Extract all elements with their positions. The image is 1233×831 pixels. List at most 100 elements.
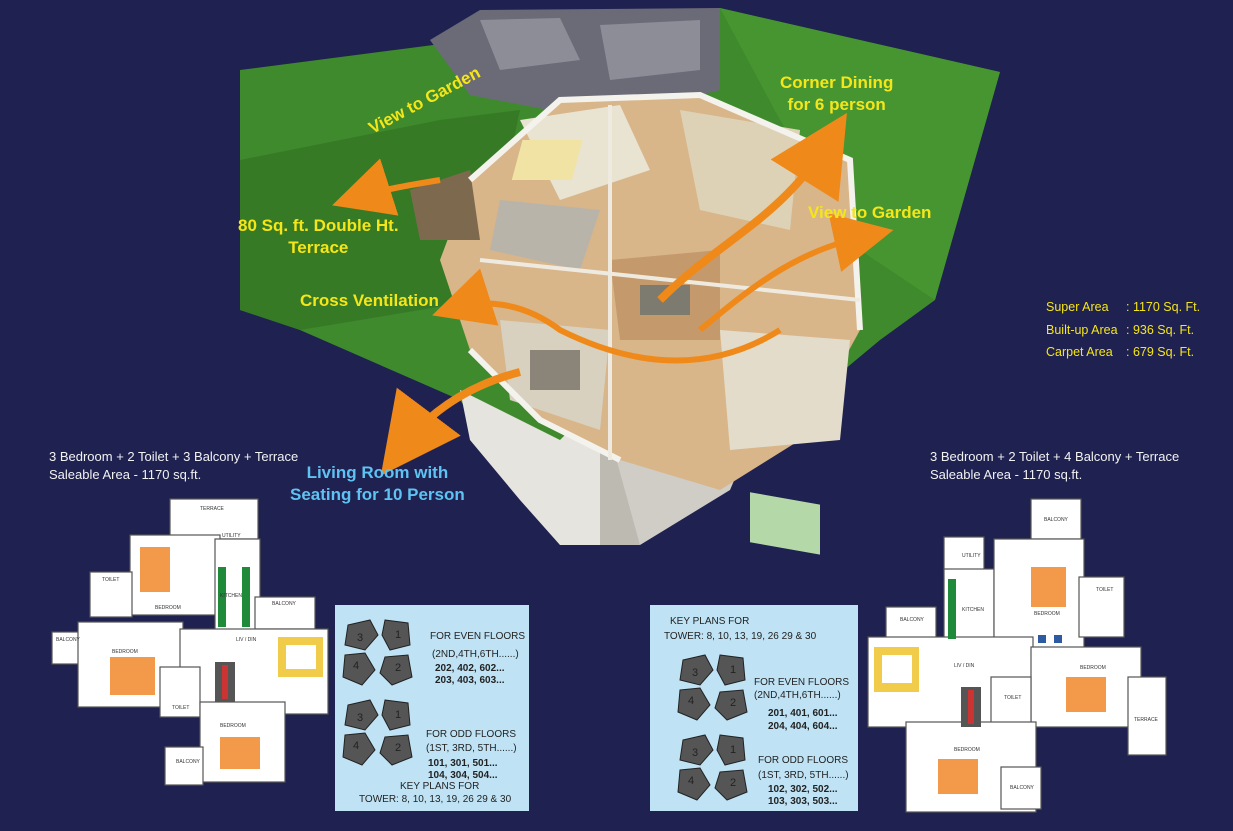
key-number: 2 <box>730 697 737 709</box>
left-floor-plan-labels: TERRACE UTILITY TOILET BEDROOM KITCHEN B… <box>50 497 332 789</box>
room-label: BEDROOM <box>1080 665 1106 671</box>
key-plan-towers-even <box>342 619 413 686</box>
room-label: TOILET <box>1096 587 1114 593</box>
key-plans-title: KEY PLANS FOR <box>400 781 480 792</box>
odd-units-1: 101, 301, 501... <box>428 758 498 769</box>
room-label: BEDROOM <box>1034 611 1060 617</box>
terrace <box>410 170 480 240</box>
key-plan-towers-even <box>677 654 748 721</box>
building-tower <box>460 390 600 545</box>
odd-floors-title: FOR ODD FLOORS <box>758 755 849 766</box>
area-row: Built-up Area : 936 Sq. Ft. <box>1046 319 1200 342</box>
key-number: 1 <box>730 744 737 756</box>
right-floor-plan-labels: BALCONY UTILITY TOILET KITCHEN BEDROOM B… <box>866 497 1168 815</box>
key-number: 2 <box>395 742 402 754</box>
key-plan-towers-odd <box>677 734 748 801</box>
right-floor-plan-drawing <box>867 498 1167 813</box>
callout-living-room-line1: Living Room with <box>306 463 449 482</box>
room-label: TOILET <box>102 577 120 583</box>
key-number: 3 <box>692 747 699 759</box>
callout-corner-dining-line1: Corner Dining <box>780 73 894 92</box>
even-units-1: 202, 402, 602... <box>435 663 505 674</box>
odd-units-1: 102, 302, 502... <box>768 784 838 795</box>
callout-terrace-line1: 80 Sq. ft. Double Ht. <box>238 216 399 235</box>
room-label: BEDROOM <box>220 723 246 729</box>
odd-units-2: 104, 304, 504... <box>428 770 498 781</box>
right-plan-title: 3 Bedroom + 2 Toilet + 4 Balcony + Terra… <box>930 449 1180 464</box>
odd-units-2: 103, 303, 503... <box>768 796 838 807</box>
kitchen <box>490 200 600 270</box>
even-units-1: 201, 401, 601... <box>768 708 838 719</box>
odd-floors-list: (1ST, 3RD, 5TH......) <box>426 743 517 754</box>
room-label: BALCONY <box>272 601 296 607</box>
key-number: 3 <box>692 667 699 679</box>
bedroom-right-top <box>680 110 800 230</box>
area-value: : 936 Sq. Ft. <box>1126 322 1195 337</box>
area-value: : 1170 Sq. Ft. <box>1126 300 1201 314</box>
arrow-corner-dining <box>657 112 847 303</box>
area-row: Super Area : 1170 Sq. Ft. <box>1046 296 1200 319</box>
key-number: 4 <box>353 660 360 672</box>
room-label: TOILET <box>1004 695 1022 701</box>
room-label: LIV / DIN <box>236 637 257 643</box>
key-number: 2 <box>730 777 737 789</box>
key-plans-towers: TOWER: 8, 10, 13, 19, 26 29 & 30 <box>664 631 817 642</box>
room-label: BEDROOM <box>112 649 138 655</box>
left-plan-title: 3 Bedroom + 2 Toilet + 3 Balcony + Terra… <box>49 449 299 464</box>
area-value: : 679 Sq. Ft. <box>1126 345 1195 359</box>
left-plan-saleable: Saleable Area - 1170 sq.ft. <box>49 467 202 482</box>
room-label: BALCONY <box>176 759 200 765</box>
callout-cross-ventilation: Cross Ventilation <box>300 291 439 310</box>
key-number: 3 <box>357 712 364 724</box>
key-plans-title: KEY PLANS FOR <box>670 616 750 627</box>
even-floors-list: (2ND,4TH,6TH......) <box>432 649 519 660</box>
room-label: KITCHEN <box>220 593 242 599</box>
even-floors-title: FOR EVEN FLOORS <box>430 631 526 642</box>
room-label: TERRACE <box>1134 717 1158 723</box>
room-label: BALCONY <box>1010 785 1034 791</box>
callout-corner-dining-line2: for 6 person <box>787 95 886 114</box>
key-number: 2 <box>395 662 402 674</box>
callout-view-to-garden-right: View to Garden <box>808 203 932 222</box>
key-number: 3 <box>357 632 364 644</box>
key-number: 4 <box>353 740 360 752</box>
arrow-view-garden-top <box>332 158 441 216</box>
room-label: LIV / DIN <box>954 663 975 669</box>
area-info: Super Area : 1170 Sq. Ft. Built-up Area : … <box>1046 296 1200 364</box>
even-floors-title: FOR EVEN FLOORS <box>754 677 850 688</box>
left-floor-plan-drawing <box>51 498 329 786</box>
room-label: UTILITY <box>962 553 981 559</box>
odd-floors-list: (1ST, 3RD, 5TH......) <box>758 770 849 781</box>
area-label: Built-up Area <box>1046 322 1118 337</box>
odd-floors-title: FOR ODD FLOORS <box>426 729 517 740</box>
key-plan-box-right: KEY PLANS FOR TOWER: 8, 10, 13, 19, 26 2… <box>650 605 858 811</box>
callout-living-room: Living Room with Seating for 10 Person <box>290 462 465 506</box>
bedroom-bottom-right <box>720 330 850 450</box>
callout-living-room-line2: Seating for 10 Person <box>290 485 465 504</box>
room-label: TOILET <box>172 705 190 711</box>
arrow-living-room <box>380 368 522 476</box>
arrow-view-garden-right <box>698 213 894 333</box>
callout-terrace-line2: Terrace <box>288 238 349 257</box>
room-label: BALCONY <box>56 637 80 643</box>
even-units-2: 203, 403, 603... <box>435 675 505 686</box>
callout-corner-dining: Corner Dining for 6 person <box>780 72 893 116</box>
even-units-2: 204, 404, 604... <box>768 721 838 732</box>
key-plan-box-left: 3 1 4 2 FOR EVEN FLOORS (2ND,4TH,6TH....… <box>335 605 529 811</box>
even-floors-list: (2ND,4TH,6TH......) <box>754 690 841 701</box>
area-label: Super Area <box>1046 300 1109 314</box>
room-label: BEDROOM <box>954 747 980 753</box>
key-number: 1 <box>395 709 402 721</box>
room-label: BALCONY <box>900 617 924 623</box>
room-label: TERRACE <box>200 506 224 512</box>
room-label: BEDROOM <box>155 605 181 611</box>
key-number: 4 <box>688 695 695 707</box>
key-number: 4 <box>688 775 695 787</box>
right-plan-saleable: Saleable Area - 1170 sq.ft. <box>930 467 1083 482</box>
arrow-cross-ventilation <box>432 268 782 364</box>
key-plan-towers-odd <box>342 699 413 766</box>
room-label: UTILITY <box>222 533 241 539</box>
room-label: BALCONY <box>1044 517 1068 523</box>
key-number: 1 <box>395 629 402 641</box>
